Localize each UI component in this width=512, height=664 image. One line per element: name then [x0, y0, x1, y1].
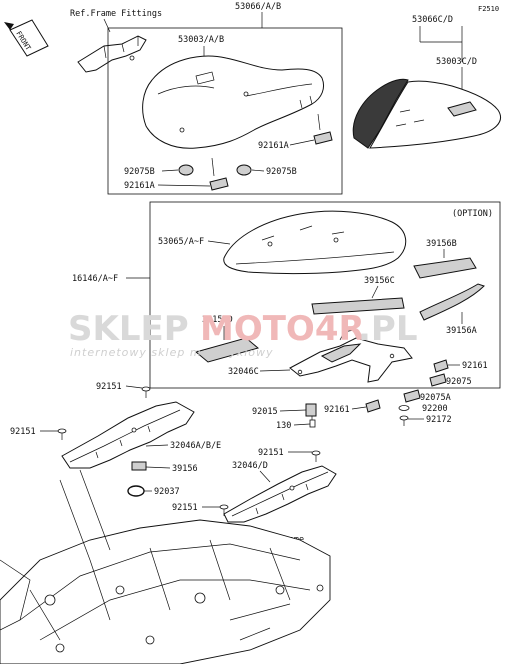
- seat-cowl: [223, 210, 407, 274]
- bolt-92151-right: [311, 450, 321, 462]
- label-92172: 92172: [426, 415, 452, 425]
- hook-92161-upper: [433, 359, 449, 373]
- pad-39156c: [311, 297, 405, 315]
- label-92161-2: 92161: [324, 405, 350, 415]
- label-92161-1: 92161: [462, 361, 488, 371]
- label-53066cd: 53066C/D: [412, 15, 453, 25]
- label-92015: 92015: [252, 407, 278, 417]
- label-32046c: 32046C: [228, 367, 259, 377]
- label-16146: 16146/A~F: [72, 274, 118, 284]
- label-39156b: 39156B: [426, 239, 457, 249]
- hook-92161-lower: [365, 399, 381, 413]
- seat-damper-92075b-right: [236, 164, 252, 176]
- watermark-brand-c: .PL: [358, 309, 418, 349]
- label-92151-1: 92151: [96, 382, 122, 392]
- front-arrow-icon: FRONT: [4, 19, 49, 57]
- seat-hook-92161a-right: [313, 113, 333, 145]
- label-92075b-2: 92075B: [266, 167, 297, 177]
- bolt-92151-lower: [219, 504, 229, 516]
- option-label: (OPTION): [452, 209, 493, 219]
- label-53065: 53065/A~F: [158, 237, 204, 247]
- watermark: SKLEP MOTO4R .PL internetowy sklep motoc…: [68, 309, 418, 359]
- label-53003ab: 53003/A/B: [178, 35, 224, 45]
- rider-seat: [142, 55, 325, 149]
- seat-hook-92161a-left: [209, 157, 229, 191]
- passenger-seat: [352, 78, 501, 149]
- watermark-tagline: internetowy sklep motocyklowy: [70, 346, 274, 359]
- label-32046abe: 32046A/B/E: [170, 441, 221, 451]
- label-39156a: 39156A: [446, 326, 477, 336]
- label-92075a: 92075A: [420, 393, 451, 403]
- washer-92200: [398, 405, 410, 411]
- label-53003cd: 53003C/D: [436, 57, 477, 67]
- watermark-brand-a: SKLEP: [68, 309, 189, 349]
- pad-39156d: [194, 337, 260, 363]
- bracket-32046abe: [61, 401, 195, 469]
- label-130: 130: [276, 421, 291, 431]
- bolt-130: [309, 416, 316, 428]
- label-92037: 92037: [154, 487, 180, 497]
- pad-39156a: [419, 283, 485, 321]
- bracket-32046d: [223, 465, 337, 523]
- label-53066ab: 53066/A/B: [235, 2, 281, 12]
- seat-damper-92075b-left: [178, 164, 194, 176]
- damper-92075: [429, 373, 447, 387]
- label-39156c: 39156C: [364, 276, 395, 286]
- screw-92172: [399, 415, 409, 426]
- pad-39156: [131, 461, 147, 471]
- label-92161a-2: 92161A: [124, 181, 155, 191]
- ref-frame-fittings-label: Ref.Frame Fittings: [70, 9, 162, 19]
- collar-92015: [305, 403, 317, 417]
- bracket-32046c: [289, 329, 413, 383]
- label-32046d: 32046/D: [232, 461, 268, 471]
- label-39156d: 39156D: [202, 315, 233, 325]
- label-92161a-1: 92161A: [258, 141, 289, 151]
- clamp-92037: [127, 485, 145, 497]
- figure-code: F2510: [478, 5, 499, 13]
- motorcycle-frame: [0, 469, 331, 664]
- label-92075: 92075: [446, 377, 472, 387]
- damper-92075a: [403, 389, 421, 403]
- label-92151-3: 92151: [258, 448, 284, 458]
- label-92151-4: 92151: [172, 503, 198, 513]
- bolt-92151-upper: [141, 386, 151, 398]
- frame-fitting-bracket: [77, 35, 147, 73]
- label-92200: 92200: [422, 404, 448, 414]
- label-92075b-1: 92075B: [124, 167, 155, 177]
- bolt-92151-left: [57, 428, 67, 440]
- watermark-brand-b: MOTO4R: [200, 309, 365, 349]
- label-39156: 39156: [172, 464, 198, 474]
- label-92151-2: 92151: [10, 427, 36, 437]
- pad-39156b: [413, 257, 477, 279]
